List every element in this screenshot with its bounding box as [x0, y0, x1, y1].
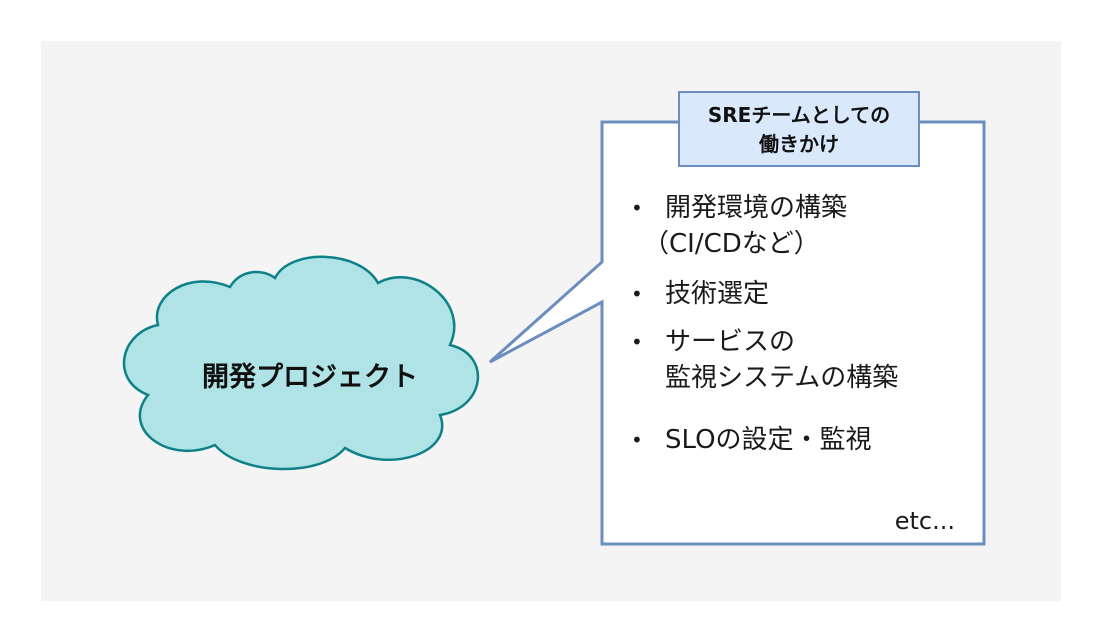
- bullet-marker: •: [631, 282, 643, 306]
- cloud-label: 開発プロジェクト: [202, 362, 418, 393]
- list-item-line: 監視システムの構築: [665, 363, 899, 393]
- list-item-line: SLOの設定・監視: [665, 425, 872, 455]
- callout-item-list: • 開発環境の構築 （CI/CDなど） • 技術選定 • サービスの 監視システ…: [628, 190, 978, 458]
- list-item: • 開発環境の構築 （CI/CDなど）: [628, 190, 978, 262]
- callout-title-line-1: SREチームとしての: [707, 103, 891, 127]
- callout-shape: [489, 120, 986, 546]
- cloud-shape: [122, 255, 480, 471]
- list-item: • 技術選定: [628, 276, 978, 312]
- list-item: • SLOの設定・監視: [628, 422, 978, 458]
- list-item-line: 技術選定: [665, 279, 770, 309]
- callout-footer-etc: etc...: [894, 507, 955, 535]
- list-item-line: 開発環境の構築: [665, 193, 848, 223]
- bullet-marker: •: [631, 196, 643, 220]
- bullet-marker: •: [631, 428, 643, 452]
- list-item-line: サービスの: [665, 327, 796, 357]
- callout-title-line-2: 働きかけ: [759, 132, 839, 156]
- callout-title-box: SREチームとしての 働きかけ: [678, 91, 920, 167]
- list-item: • サービスの 監視システムの構築: [628, 324, 978, 396]
- bullet-marker: •: [631, 330, 643, 354]
- list-item-line: （CI/CDなど）: [643, 229, 820, 259]
